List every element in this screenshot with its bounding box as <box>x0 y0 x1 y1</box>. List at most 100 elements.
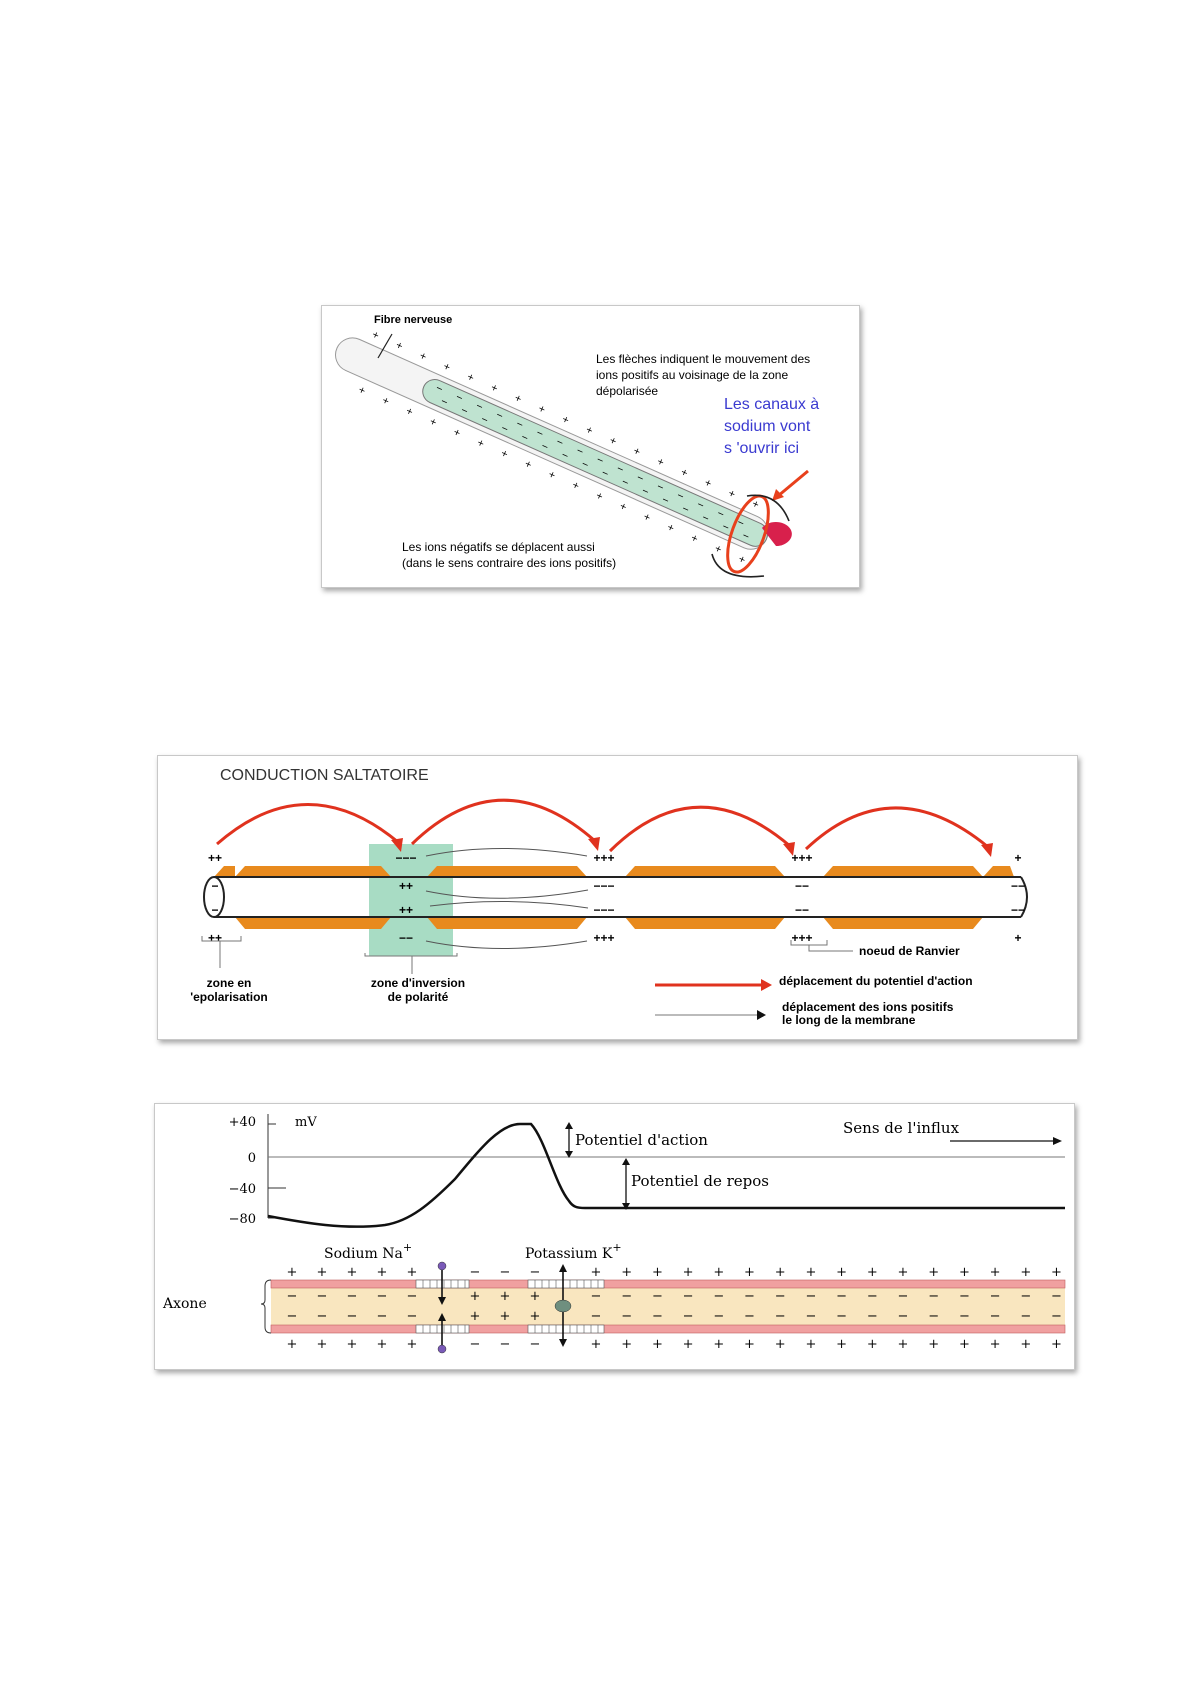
fiber-label: Fibre nerveuse <box>374 314 452 326</box>
charge: + <box>928 1337 939 1352</box>
positive-charge: + <box>441 360 452 374</box>
charge: − <box>621 1309 632 1324</box>
charge: + <box>744 1337 755 1352</box>
charge: − <box>652 1289 663 1304</box>
positive-charge: + <box>618 500 629 514</box>
charge: + <box>377 1265 388 1280</box>
charge: + <box>530 1309 541 1324</box>
charge: + <box>898 1337 909 1352</box>
negative-charge: − <box>720 521 731 535</box>
negative-note-line: Les ions négatifs se déplacent aussi <box>402 540 595 554</box>
positive-charge: + <box>594 490 605 504</box>
myelin-sheath-bottom <box>625 917 785 929</box>
charge: − <box>377 1289 388 1304</box>
ion-movement-arrow <box>746 494 790 522</box>
arrows-note-line: Les flèches indiquent le mouvement des <box>596 352 810 366</box>
node-charges: +++ <box>791 851 812 865</box>
charge: − <box>500 1265 511 1280</box>
node-charges: −− <box>399 931 413 945</box>
node-charges: −−− <box>593 903 614 917</box>
zone-inversion-label: de polarité <box>388 990 449 1004</box>
y-tick-label: −80 <box>229 1212 256 1227</box>
charge: − <box>959 1289 970 1304</box>
positive-charge: + <box>546 469 557 483</box>
red-arrowhead-icon <box>783 842 795 856</box>
negative-charge: − <box>434 382 445 396</box>
positive-charge: + <box>584 424 595 438</box>
y-tick-label: −40 <box>229 1182 256 1197</box>
negative-charge: − <box>579 458 590 472</box>
charge: − <box>1051 1289 1062 1304</box>
potassium-channel-icon <box>554 1299 572 1313</box>
charge: − <box>805 1309 816 1324</box>
charge: + <box>407 1265 418 1280</box>
action-potential-label: Potentiel d'action <box>575 1131 708 1149</box>
negative-charge: − <box>675 490 686 504</box>
negative-charge: − <box>660 494 671 508</box>
zone-repol-label: 'epolarisation <box>190 990 268 1004</box>
action-potential-curve <box>267 1122 1065 1228</box>
legend-black-arrowhead-icon <box>757 1010 766 1020</box>
figure-saltatory-conduction: CONDUCTION SALTATOIRE −−−++++−−+++−−−−−−… <box>157 755 1078 1040</box>
charge: − <box>836 1289 847 1304</box>
charge: − <box>744 1309 755 1324</box>
depolarized-interior <box>422 379 768 547</box>
axon-cut-end <box>203 876 225 918</box>
negative-charge: − <box>459 404 470 418</box>
charge: + <box>470 1289 481 1304</box>
charge: + <box>500 1309 511 1324</box>
myelin-sheath-top <box>823 866 983 877</box>
sodium-charge: + <box>403 1241 412 1254</box>
negative-charge: − <box>655 481 666 495</box>
charge: − <box>377 1309 388 1324</box>
node-charges: ++ <box>399 903 413 917</box>
charge: − <box>317 1289 328 1304</box>
charge: + <box>500 1289 511 1304</box>
charge: + <box>805 1265 816 1280</box>
sodium-note-line: Les canaux à <box>724 396 819 413</box>
negative-charge: − <box>615 463 626 477</box>
charge: − <box>407 1309 418 1324</box>
charge: − <box>867 1289 878 1304</box>
red-arrowhead-icon <box>391 838 403 852</box>
charge: − <box>407 1289 418 1304</box>
negative-charge: − <box>574 445 585 459</box>
bottom-membrane <box>270 1324 1066 1334</box>
charge: − <box>990 1289 1001 1304</box>
negative-charge: − <box>539 440 550 454</box>
potassium-charge: + <box>612 1241 621 1254</box>
charge: + <box>347 1265 358 1280</box>
charge: − <box>287 1309 298 1324</box>
charge: − <box>744 1289 755 1304</box>
positive-charge: + <box>380 395 391 409</box>
sodium-note-line: sodium vont <box>724 418 811 435</box>
charge: − <box>591 1309 602 1324</box>
arrows-note-line: ions positifs au voisinage de la zone <box>596 368 788 382</box>
charge: − <box>530 1265 541 1280</box>
charge: + <box>317 1265 328 1280</box>
charge: − <box>928 1289 939 1304</box>
fiber-pointer-line <box>377 333 393 359</box>
potassium-label: Potassium K+ <box>525 1241 622 1262</box>
charge: + <box>591 1337 602 1352</box>
charge: − <box>347 1289 358 1304</box>
node-charges: −−− <box>593 879 614 893</box>
positive-charge: + <box>499 447 510 461</box>
negative-charge: − <box>620 476 631 490</box>
negative-charge: − <box>635 472 646 486</box>
positive-charge: + <box>523 458 534 472</box>
positive-charge: + <box>489 382 500 396</box>
charge: + <box>713 1337 724 1352</box>
negative-charge: − <box>680 503 691 517</box>
action-potential-jump-arrow <box>216 803 399 846</box>
node-charges: −− <box>1011 879 1025 893</box>
charge: + <box>775 1265 786 1280</box>
negative-charge: − <box>600 467 611 481</box>
myelin-sheath-bottom <box>823 917 983 929</box>
negative-charge: − <box>479 413 490 427</box>
positive-charge: + <box>726 487 737 501</box>
axon-right-end <box>1020 876 1028 918</box>
inversion-bracket <box>364 953 458 974</box>
action-potential-diagram: +40 0 −40 −80 mV Potentiel d'action Pote… <box>162 1114 1066 1354</box>
charge: + <box>287 1337 298 1352</box>
